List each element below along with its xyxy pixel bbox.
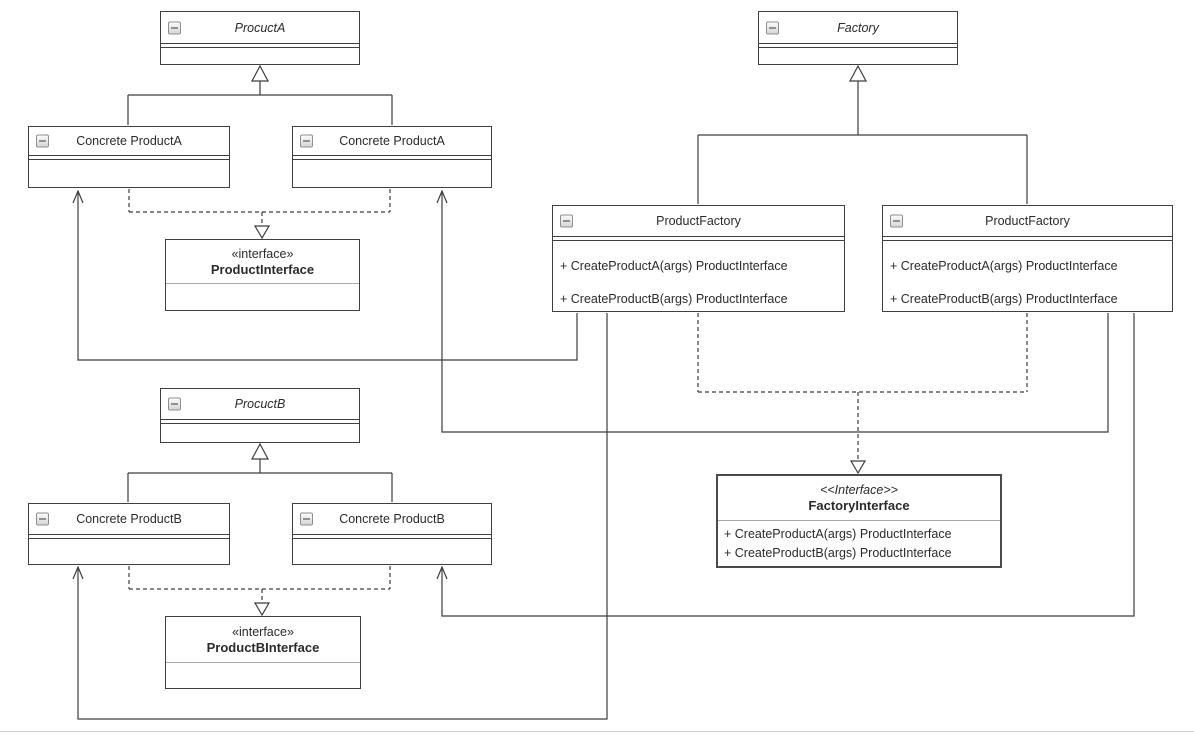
minus-glyph [563,220,570,222]
minus-glyph [303,518,310,520]
interface-productinterface[interactable]: «interface» ProductInterface [165,239,360,311]
dependency-right-factory-to-right-concrete-producta[interactable] [436,189,1109,433]
method-createproductb: + CreateProductB(args) ProductInterface [890,291,1118,306]
collapse-icon[interactable] [300,512,313,526]
class-title: Concrete ProductB [76,512,182,526]
generalization-productfactory-to-factory[interactable] [697,64,1028,204]
collapse-icon[interactable] [766,21,779,34]
interface-name: ProductBInterface [206,639,320,655]
realization-concrete-productb-to-productbinterface[interactable] [128,566,391,617]
class-title: Concrete ProductA [76,134,182,148]
attributes-compartment [553,237,844,241]
method-createproductb: + CreateProductB(args) ProductInterface [724,545,952,560]
collapse-icon[interactable] [300,134,313,148]
generalization-concrete-productb-to-procuctb[interactable] [127,442,393,502]
operations-compartment: + CreateProductA(args) ProductInterface … [553,241,844,315]
method-createproductb: + CreateProductB(args) ProductInterface [560,291,788,306]
class-title: ProcuctA [234,20,286,35]
realization-productfactory-to-factoryinterface[interactable] [697,313,1028,475]
attributes-compartment [759,44,957,48]
dependency-right-factory-to-right-concrete-productb[interactable] [436,313,1135,617]
operations-compartment: + CreateProductA(args) ProductInterface … [883,241,1172,315]
stereotype-label: «interface» [231,246,294,261]
class-concrete-producta-left[interactable]: Concrete ProductA [28,126,230,188]
canvas-bottom-edge [0,731,1194,732]
minus-glyph [893,220,900,222]
collapse-icon[interactable] [168,21,181,34]
stereotype-label: <<Interface>> [820,483,898,497]
class-title: Factory [837,20,879,35]
minus-glyph [39,518,46,520]
class-factory[interactable]: Factory [758,11,958,65]
operations-compartment: + CreateProductA(args) ProductInterface … [718,521,1000,562]
collapse-icon[interactable] [36,134,49,148]
attributes-compartment [29,156,229,160]
attributes-compartment [293,535,491,539]
interface-name: FactoryInterface [808,498,910,513]
interface-factoryinterface[interactable]: <<Interface>> FactoryInterface + CreateP… [716,474,1002,568]
minus-glyph [769,27,776,28]
dependency-left-factory-to-left-concrete-producta[interactable] [72,189,578,361]
class-procuctb[interactable]: ProcuctB [160,388,360,443]
method-createproducta: + CreateProductA(args) ProductInterface [560,258,788,273]
collapse-icon[interactable] [560,214,573,228]
generalization-concrete-producta-to-procucta[interactable] [127,64,393,125]
interface-productbinterface[interactable]: «interface» ProductBInterface [165,616,361,689]
class-productfactory-right[interactable]: ProductFactory + CreateProductA(args) Pr… [882,205,1173,312]
attributes-compartment [883,237,1172,241]
dependency-left-factory-to-left-concrete-productb[interactable] [72,313,608,720]
class-title: Concrete ProductA [339,134,445,148]
interface-name: ProductInterface [210,261,315,277]
class-title: ProductFactory [656,214,741,228]
attributes-compartment [293,156,491,160]
class-concrete-producta-right[interactable]: Concrete ProductA [292,126,492,188]
minus-glyph [39,140,46,142]
class-productfactory-left[interactable]: ProductFactory + CreateProductA(args) Pr… [552,205,845,312]
class-title: Concrete ProductB [339,512,445,526]
stereotype-label: «interface» [232,624,294,639]
class-concrete-productb-right[interactable]: Concrete ProductB [292,503,492,565]
attributes-compartment [161,420,359,424]
collapse-icon[interactable] [168,397,181,411]
attributes-compartment [161,44,359,48]
minus-glyph [171,403,178,405]
class-title: ProductFactory [985,214,1070,228]
minus-glyph [303,140,310,142]
realization-concrete-producta-to-productinterface[interactable] [128,189,391,240]
attributes-compartment [29,535,229,539]
method-createproducta: + CreateProductA(args) ProductInterface [890,258,1118,273]
method-createproducta: + CreateProductA(args) ProductInterface [724,527,952,541]
class-concrete-productb-left[interactable]: Concrete ProductB [28,503,230,565]
collapse-icon[interactable] [36,512,49,526]
class-title: ProcuctB [234,397,286,411]
class-procucta[interactable]: ProcuctA [160,11,360,65]
collapse-icon[interactable] [890,214,903,228]
minus-glyph [171,27,178,28]
